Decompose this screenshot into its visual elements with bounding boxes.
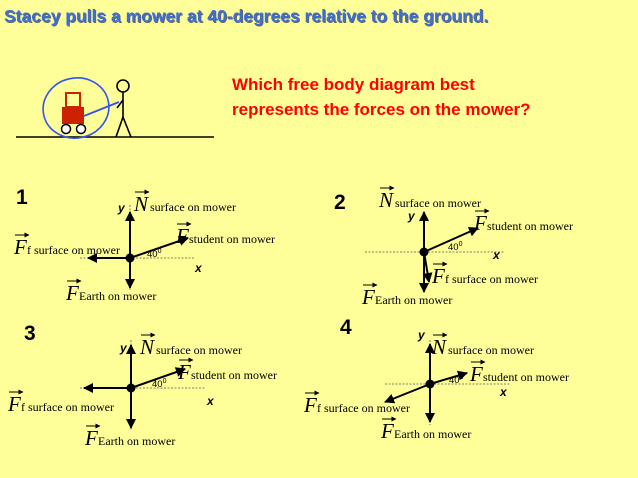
d3-friction-label-symbol: F: [7, 392, 21, 416]
diagram-1-number: 1: [16, 186, 28, 209]
system-circle: [42, 77, 110, 139]
d1-normal-label-symbol: N: [133, 192, 149, 216]
d4-normal-label-subscript: surface on mower: [448, 343, 534, 357]
d2-normal-label-subscript: surface on mower: [395, 196, 481, 210]
d2-friction-label-subscript: f surface on mower: [445, 272, 538, 286]
d1-friction-label-subscript: f surface on mower: [27, 243, 120, 257]
d2-mower-dot: [419, 247, 429, 257]
d1-y-label: y: [117, 201, 126, 215]
d3-y-label: y: [119, 341, 128, 355]
diagram-4-number: 4: [340, 316, 352, 339]
d3-weight-label-subscript: Earth on mower: [98, 434, 175, 448]
d2-angle-label: 400: [448, 241, 463, 253]
d4-friction-arrow: [384, 383, 431, 404]
stick-figure: [115, 79, 132, 138]
d4-normal-label-symbol: N: [431, 335, 447, 359]
d4-friction-label-symbol: F: [303, 393, 317, 417]
d1-mower-dot: [125, 253, 135, 263]
d1-pull-label-symbol: F: [175, 224, 189, 248]
mower-sketch: [16, 77, 214, 139]
d1-weight-label-symbol: F: [65, 281, 79, 305]
d4-weight-label-symbol: F: [380, 419, 394, 443]
d4-weight-label-subscript: Earth on mower: [394, 427, 471, 441]
d2-pull-arrow: [423, 227, 479, 253]
d4-x-label: x: [499, 385, 508, 399]
d1-normal-label-subscript: surface on mower: [150, 200, 236, 214]
d2-pull-label-symbol: F: [473, 211, 487, 235]
question-text: Which free body diagram best represents …: [232, 72, 627, 122]
d2-y-label: y: [407, 209, 416, 223]
d3-x-label: x: [206, 394, 215, 408]
d2-friction-label-symbol: F: [431, 264, 445, 288]
d4-pull-label-subscript: student on mower: [483, 370, 569, 384]
d4-angle-label: 400: [449, 374, 464, 386]
d1-x-label: x: [194, 261, 203, 275]
d1-pull-arrow: [129, 236, 189, 259]
d3-pull-label-symbol: F: [177, 360, 191, 384]
question-line-2: represents the forces on the mower?: [232, 100, 531, 119]
d2-weight-label-symbol: F: [361, 285, 375, 309]
d2-x-label: x: [492, 248, 501, 262]
d1-weight-label-subscript: Earth on mower: [79, 289, 156, 303]
d4-pull-label-symbol: F: [469, 362, 483, 386]
d1-angle-label: 400: [147, 248, 162, 260]
d3-weight-label-symbol: F: [84, 426, 98, 450]
mower-handle: [83, 101, 120, 117]
d1-friction-label-symbol: F: [13, 235, 27, 259]
d3-pull-label-subscript: student on mower: [191, 368, 277, 382]
slide-title: Stacey pulls a mower at 40-degrees relat…: [4, 6, 489, 26]
d4-mower-dot: [425, 379, 435, 389]
d2-weight-label-subscript: Earth on mower: [375, 293, 452, 307]
d1-pull-label-subscript: student on mower: [189, 232, 275, 246]
d2-normal-label-symbol: N: [378, 188, 394, 212]
d4-pull-arrow: [429, 370, 468, 385]
d4-y-label: y: [417, 328, 426, 342]
d3-normal-label-subscript: surface on mower: [156, 343, 242, 357]
diagram-2-number: 2: [334, 191, 346, 214]
d3-mower-dot: [126, 383, 136, 393]
d4-friction-label-subscript: f surface on mower: [317, 401, 410, 415]
question-line-1: Which free body diagram best: [232, 75, 475, 94]
d2-pull-label-subscript: student on mower: [487, 219, 573, 233]
diagram-3-number: 3: [24, 322, 36, 345]
d3-friction-label-subscript: f surface on mower: [21, 400, 114, 414]
d3-pull-arrow: [130, 367, 186, 389]
mower-icon: [60, 92, 120, 135]
d2-friction-arrow: [422, 251, 433, 283]
d3-normal-label-symbol: N: [139, 335, 155, 359]
